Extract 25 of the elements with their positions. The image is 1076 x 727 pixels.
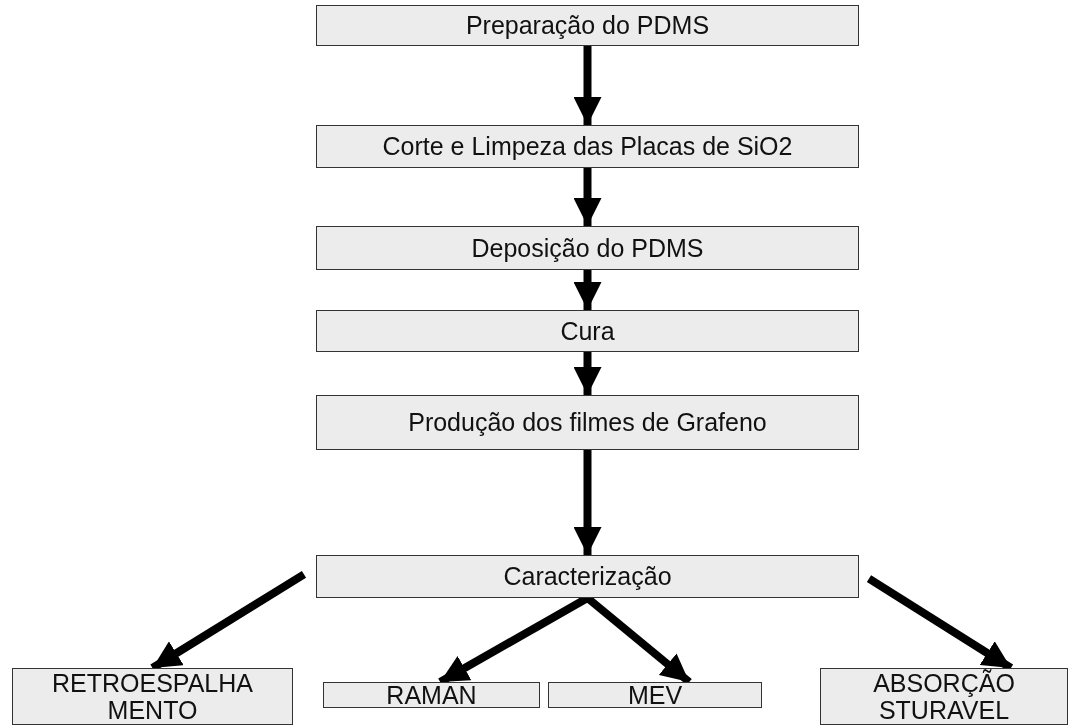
process-box — [316, 5, 859, 46]
box-label: MEV — [627, 681, 683, 709]
arrow — [573, 46, 602, 125]
process-box — [316, 310, 859, 352]
process-box — [548, 682, 762, 708]
process-box — [12, 668, 293, 725]
arrow — [573, 352, 602, 395]
process-box — [820, 668, 1068, 725]
box-label: Corte e Limpeza das Placas de SiO2 — [382, 133, 793, 160]
box-label: Caracterização — [503, 563, 672, 590]
box-label: Cura — [560, 317, 615, 345]
process-box — [316, 395, 859, 450]
process-box — [323, 682, 540, 708]
box-label: Deposição do PDMS — [471, 234, 704, 262]
process-box — [316, 125, 859, 168]
arrow — [573, 270, 602, 310]
box-label: RETROESPALHA MENTO — [51, 670, 254, 723]
arrow — [573, 168, 602, 226]
arrow — [573, 450, 602, 555]
box-label: Preparação do PDMS — [465, 12, 710, 39]
box-label: Produção dos filmes de Grafeno — [408, 409, 767, 436]
process-box — [316, 555, 859, 598]
box-label: ABSORÇÃO STURAVEL — [872, 670, 1016, 723]
process-box — [316, 226, 859, 270]
box-label: RAMAN — [386, 681, 477, 709]
